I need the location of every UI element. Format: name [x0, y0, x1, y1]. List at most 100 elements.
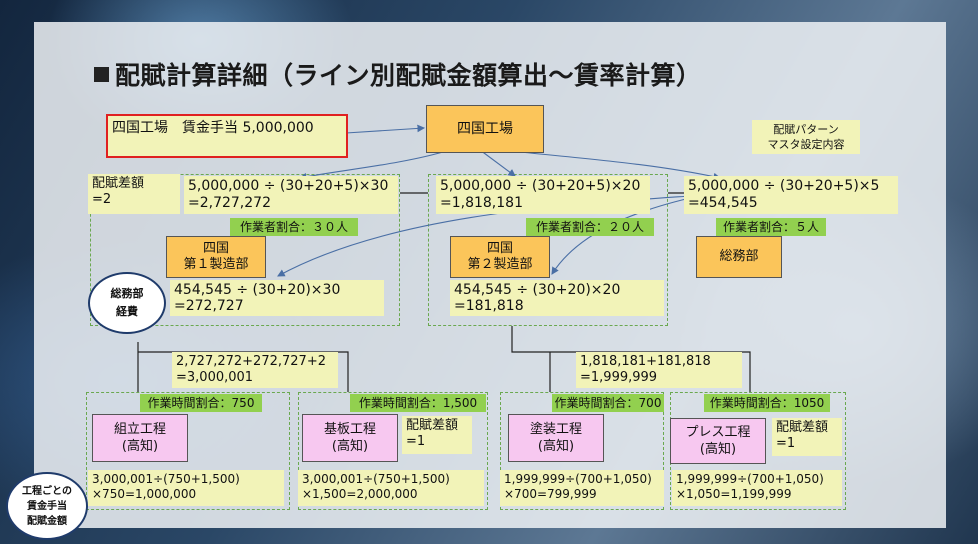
dept1-group-frame: [90, 174, 400, 326]
worker-ratio-general-text: 作業者割合：５人: [722, 220, 819, 234]
worker-ratio-dept1-text: 作業者割合：３０人: [239, 220, 348, 234]
process-assembly-line2: (高知): [121, 439, 159, 454]
process3-group-frame: [500, 392, 664, 510]
process-assembly-line1: 組立工程: [113, 422, 166, 437]
calc-sub2-box: 454,545 ÷ (30+20)×20 =181,818: [450, 280, 664, 316]
process-board-box: 基板工程 (高知): [302, 414, 398, 462]
diff-top-line1: 配賦差額: [92, 176, 145, 191]
process2-group-frame: [298, 392, 488, 510]
arrow-factory-to-general: [519, 151, 722, 181]
arrow-input-to-factory: [345, 124, 426, 134]
general-affairs-box: 総務部: [696, 236, 782, 278]
arrow-factory-to-dept1: [298, 149, 451, 181]
diff-board-line2: =1: [406, 434, 426, 449]
process-board-line2: (高知): [331, 439, 369, 454]
process-board-line1: 基板工程: [323, 422, 376, 437]
process-press-box: プレス工程 (高知): [670, 418, 766, 464]
diff-press-box: 配賦差額 =1: [772, 418, 842, 456]
calc-dept2-line2: =1,818,181: [440, 195, 523, 211]
result-board-box: 3,000,001÷(750+1,500) ×1,500=2,000,000: [298, 470, 484, 506]
sum-dept2-line1: 1,818,181+181,818: [580, 354, 711, 369]
calc-general-line1: 5,000,000 ÷ (30+20+5)×5: [688, 178, 880, 194]
pattern-note: 配賦パターン マスタ設定内容: [752, 120, 860, 154]
expense-bubble-line2: 経費: [116, 305, 138, 318]
factory-label: 四国工場: [457, 121, 513, 137]
diff-board-box: 配賦差額 =1: [402, 416, 472, 454]
expense-bubble: 総務部 経費: [88, 272, 166, 334]
process-assembly-box: 組立工程 (高知): [92, 414, 188, 462]
diff-press-line2: =1: [776, 436, 796, 451]
result-painting-line1: 1,999,999÷(700+1,050): [504, 472, 652, 486]
arrow-factory-to-dept2: [479, 149, 516, 177]
sum-dept2-line2: =1,999,999: [580, 370, 658, 385]
result-board-line1: 3,000,001÷(750+1,500): [302, 472, 450, 486]
time-ratio-assembly: 作業時間割合：750: [140, 394, 262, 412]
worker-ratio-general: 作業者割合：５人: [716, 218, 826, 236]
wage-bubble-line3: 配賦金額: [27, 515, 67, 527]
result-press-line1: 1,999,999÷(700+1,050): [676, 472, 824, 486]
wage-input-text: 四国工場 賃金手当 5,000,000: [112, 120, 314, 136]
diff-press-line1: 配賦差額: [776, 420, 829, 435]
calc-sub1-box: 454,545 ÷ (30+20)×30 =272,727: [170, 280, 384, 316]
sum-dept1-box: 2,727,272+272,727+2 =3,000,001: [172, 352, 338, 388]
calc-general-line2: =454,545: [688, 195, 758, 211]
dept2-line2: 第２製造部: [467, 257, 533, 272]
dept2-box: 四国 第２製造部: [450, 236, 550, 278]
result-painting-line2: ×700=799,999: [504, 487, 597, 501]
sum-dept2-box: 1,818,181+181,818 =1,999,999: [576, 352, 742, 388]
sum-dept1-line1: 2,727,272+272,727+2: [176, 354, 326, 369]
calc-sub1-line1: 454,545 ÷ (30+20)×30: [174, 282, 341, 298]
wage-allocation-bubble: 工程ごとの 賃金手当 配賦金額: [6, 472, 88, 540]
result-assembly-box: 3,000,001÷(750+1,500) ×750=1,000,000: [88, 470, 284, 506]
general-affairs-label: 総務部: [719, 249, 759, 264]
result-assembly-line2: ×750=1,000,000: [92, 487, 197, 501]
calc-sub1-line2: =272,727: [174, 298, 244, 314]
process1-group-frame: [86, 392, 290, 510]
worker-ratio-dept1: 作業者割合：３０人: [230, 218, 358, 236]
calc-dept2-line1: 5,000,000 ÷ (30+20+5)×20: [440, 178, 641, 194]
process-press-line1: プレス工程: [685, 425, 751, 440]
calc-sub2-line2: =181,818: [454, 298, 524, 314]
wage-input-highlight: [106, 114, 348, 158]
result-press-box: 1,999,999÷(700+1,050) ×1,050=1,199,999: [672, 470, 842, 506]
calc-dept1-line1: 5,000,000 ÷ (30+20+5)×30: [188, 178, 389, 194]
calc-sub2-line1: 454,545 ÷ (30+20)×20: [454, 282, 621, 298]
worker-ratio-dept2-text: 作業者割合：２０人: [535, 220, 644, 234]
diff-board-line1: 配賦差額: [406, 418, 459, 433]
expense-bubble-line1: 総務部: [110, 287, 144, 300]
time-ratio-board-text: 作業時間割合：1,500: [358, 396, 478, 410]
dept1-box: 四国 第１製造部: [166, 236, 266, 278]
factory-box: 四国工場: [426, 105, 544, 153]
sum-dept1-line2: =3,000,001: [176, 370, 254, 385]
worker-ratio-dept2: 作業者割合：２０人: [526, 218, 654, 236]
result-assembly-line1: 3,000,001÷(750+1,500): [92, 472, 240, 486]
time-ratio-assembly-text: 作業時間割合：750: [147, 396, 255, 410]
diff-top-line2: =2: [92, 192, 112, 207]
dept2-line1: 四国: [486, 241, 513, 256]
result-press-line2: ×1,050=1,199,999: [676, 487, 792, 501]
calc-dept1-line2: =2,727,272: [188, 195, 271, 211]
wage-bubble-line1: 工程ごとの: [22, 485, 72, 497]
pattern-note-line2: マスタ設定内容: [767, 138, 845, 151]
dept1-line2: 第１製造部: [183, 257, 249, 272]
process-press-line2: (高知): [699, 442, 737, 457]
process-painting-line2: (高知): [537, 439, 575, 454]
page-title-text: 配賦計算詳細（ライン別配賦金額算出～賃率計算）: [115, 61, 702, 90]
dept1-line1: 四国: [202, 241, 229, 256]
time-ratio-painting: 作業時間割合：700: [552, 394, 664, 412]
diff-box-top: 配賦差額 =2: [88, 174, 180, 214]
process-painting-box: 塗装工程 (高知): [508, 414, 604, 462]
pattern-note-line1: 配賦パターン: [773, 123, 839, 136]
result-painting-box: 1,999,999÷(700+1,050) ×700=799,999: [500, 470, 664, 506]
result-board-line2: ×1,500=2,000,000: [302, 487, 418, 501]
wage-input-box: 四国工場 賃金手当 5,000,000: [108, 116, 346, 156]
calc-dept2-box: 5,000,000 ÷ (30+20+5)×20 =1,818,181: [436, 176, 650, 214]
time-ratio-press: 作業時間割合：1050: [704, 394, 830, 412]
process-painting-line1: 塗装工程: [529, 422, 582, 437]
square-bullet-icon: [94, 67, 109, 82]
time-ratio-board: 作業時間割合：1,500: [350, 394, 486, 412]
wage-bubble-line2: 賃金手当: [27, 500, 67, 512]
time-ratio-painting-text: 作業時間割合：700: [554, 396, 662, 410]
calc-general-box: 5,000,000 ÷ (30+20+5)×5 =454,545: [684, 176, 898, 214]
calc-dept1-box: 5,000,000 ÷ (30+20+5)×30 =2,727,272: [184, 176, 398, 214]
